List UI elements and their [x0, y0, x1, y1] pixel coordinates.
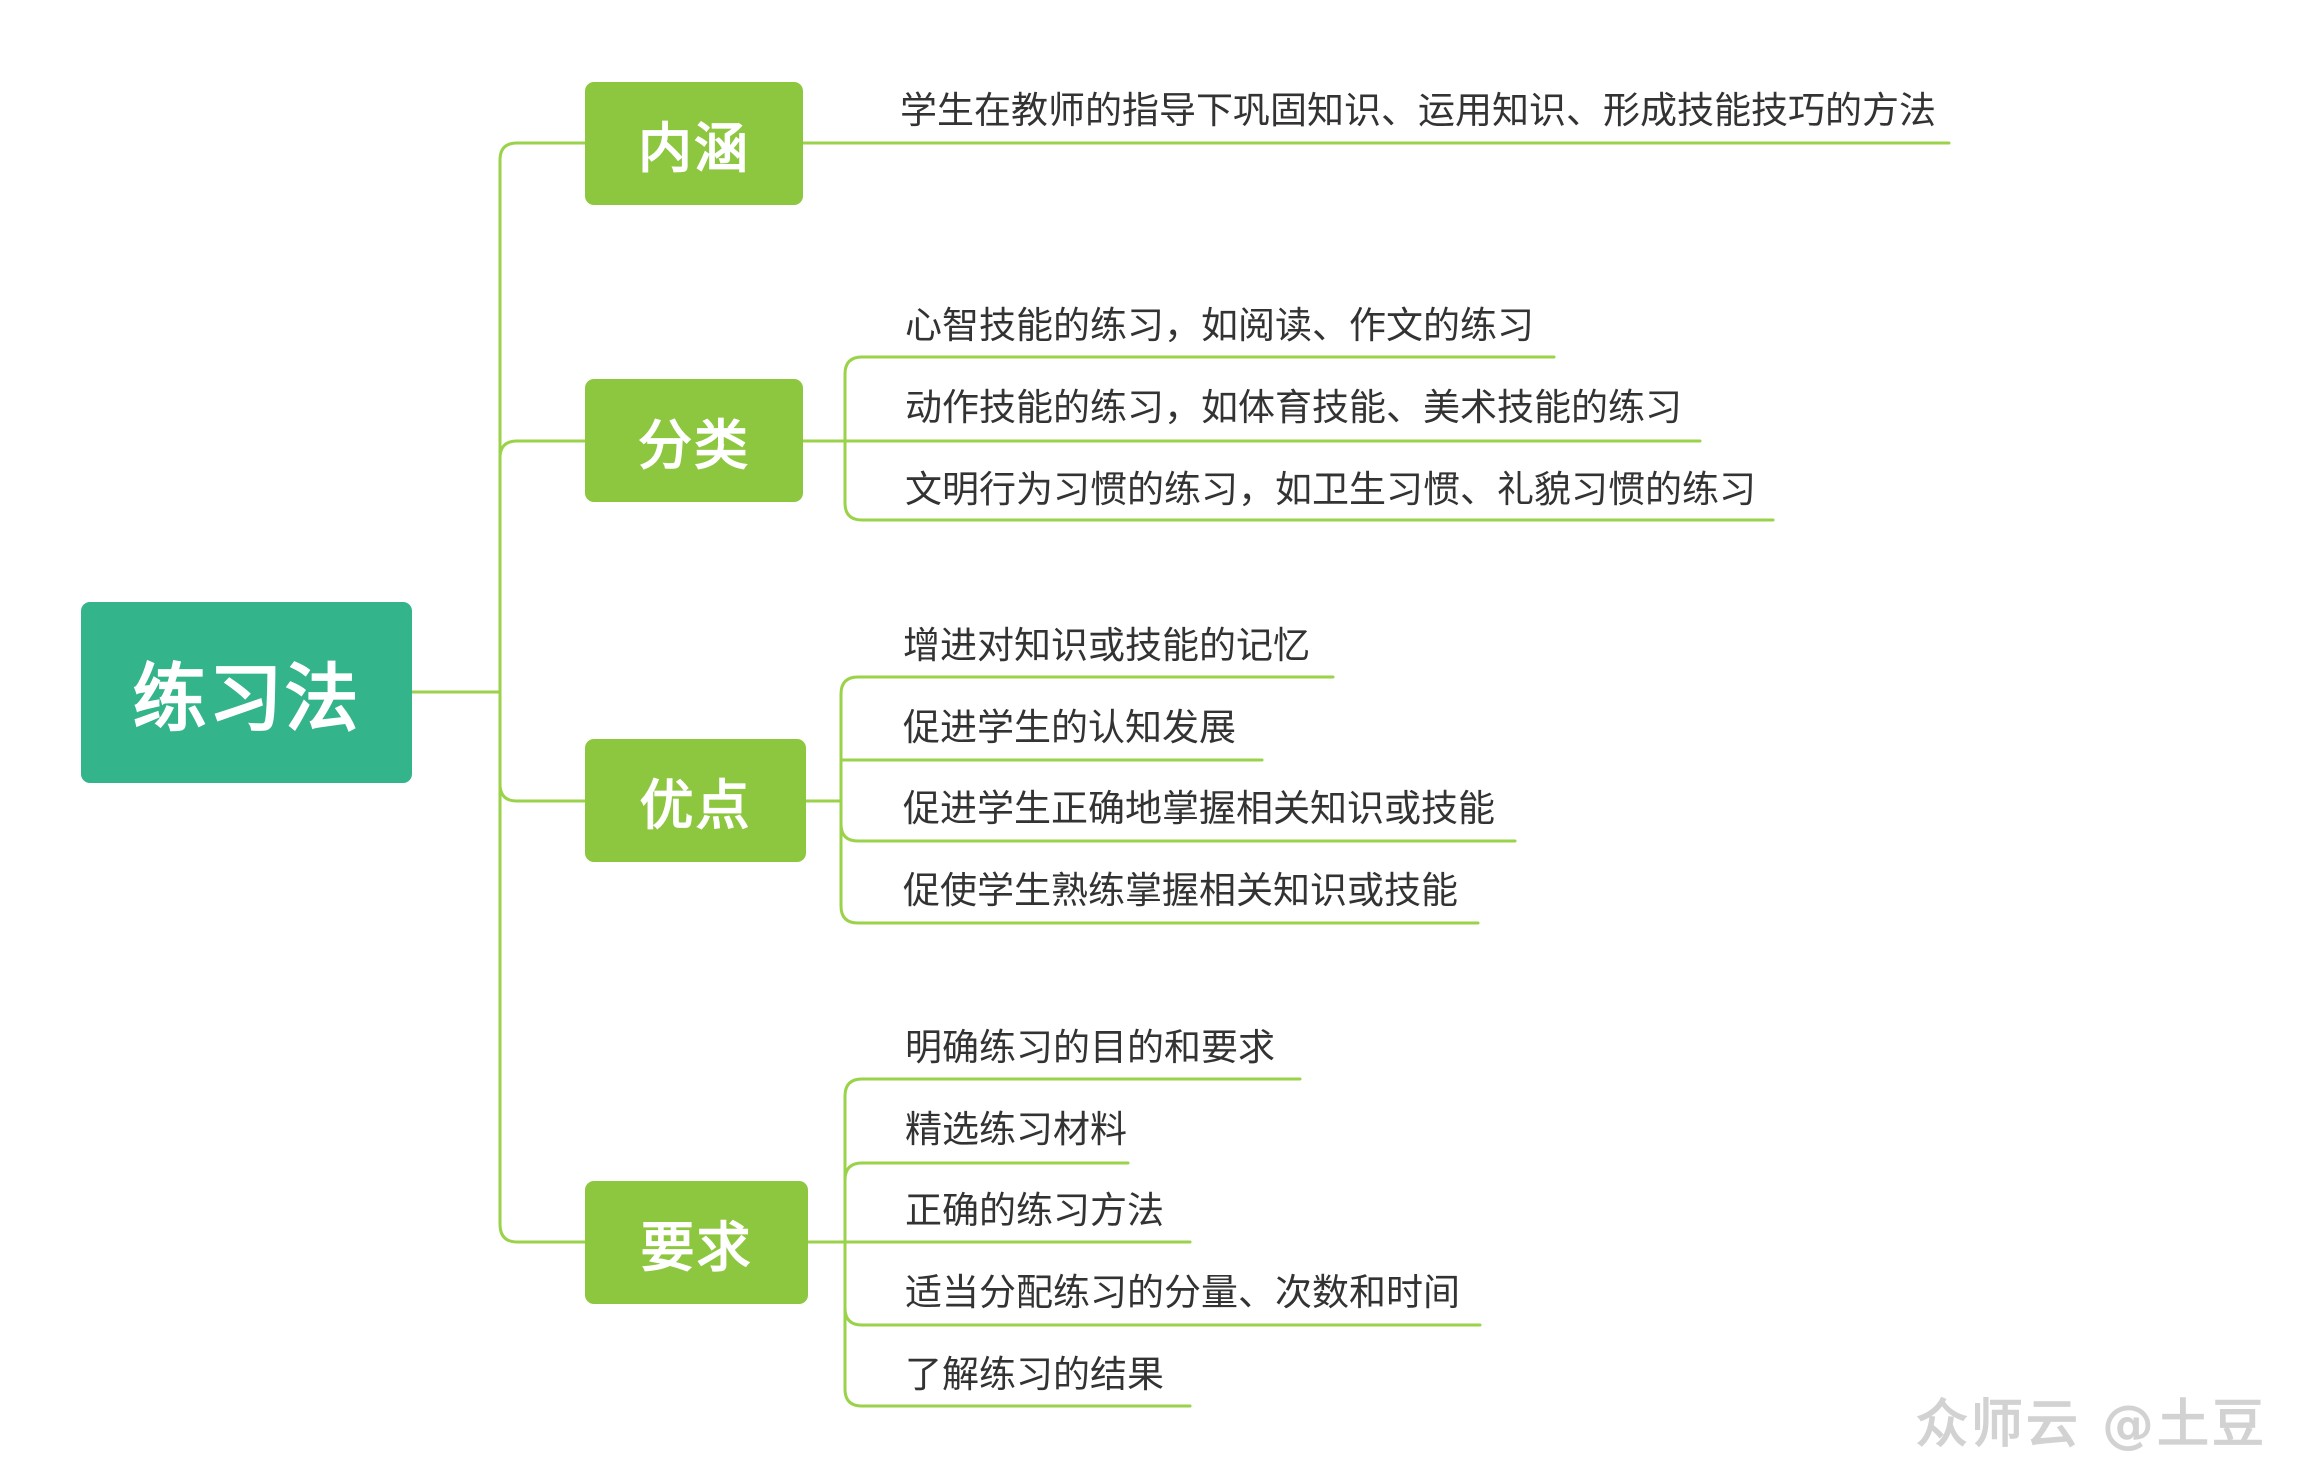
root-node: 练习法: [81, 602, 412, 783]
leaf-item: 增进对知识或技能的记忆: [903, 624, 1310, 667]
trunk-connector: [498, 141, 587, 1244]
leaf-item: 学生在教师的指导下巩固知识、运用知识、形成技能技巧的方法: [900, 89, 1936, 132]
leaf-item: 文明行为习惯的练习，如卫生习惯、礼貌习惯的练习: [905, 468, 1756, 511]
branch-node-neihan: 内涵: [585, 82, 803, 205]
leaf-item: 促进学生正确地掌握相关知识或技能: [903, 787, 1495, 830]
branch-node-youdian: 优点: [585, 739, 806, 862]
leaf-item: 促进学生的认知发展: [903, 706, 1236, 749]
leaf-item: 促使学生熟练掌握相关知识或技能: [903, 869, 1458, 912]
branch-node-yaoqiu: 要求: [585, 1181, 808, 1304]
watermark: 众师云 @土豆: [1915, 1395, 2267, 1455]
leaf-item: 明确练习的目的和要求: [905, 1026, 1275, 1069]
leaf-item: 适当分配练习的分量、次数和时间: [905, 1271, 1460, 1314]
leaf-item: 动作技能的练习，如体育技能、美术技能的练习: [905, 386, 1682, 429]
leaf-item: 正确的练习方法: [905, 1189, 1164, 1232]
branch-connector-2: [804, 675, 1517, 925]
leaf-item: 心智技能的练习，如阅读、作文的练习: [905, 304, 1534, 347]
branch-connector-3: [806, 1077, 1482, 1408]
leaf-item: 精选练习材料: [905, 1108, 1127, 1151]
branch-connector-1: [801, 355, 1775, 522]
leaf-item: 了解练习的结果: [905, 1353, 1164, 1396]
branch-node-fenlei: 分类: [585, 379, 803, 502]
